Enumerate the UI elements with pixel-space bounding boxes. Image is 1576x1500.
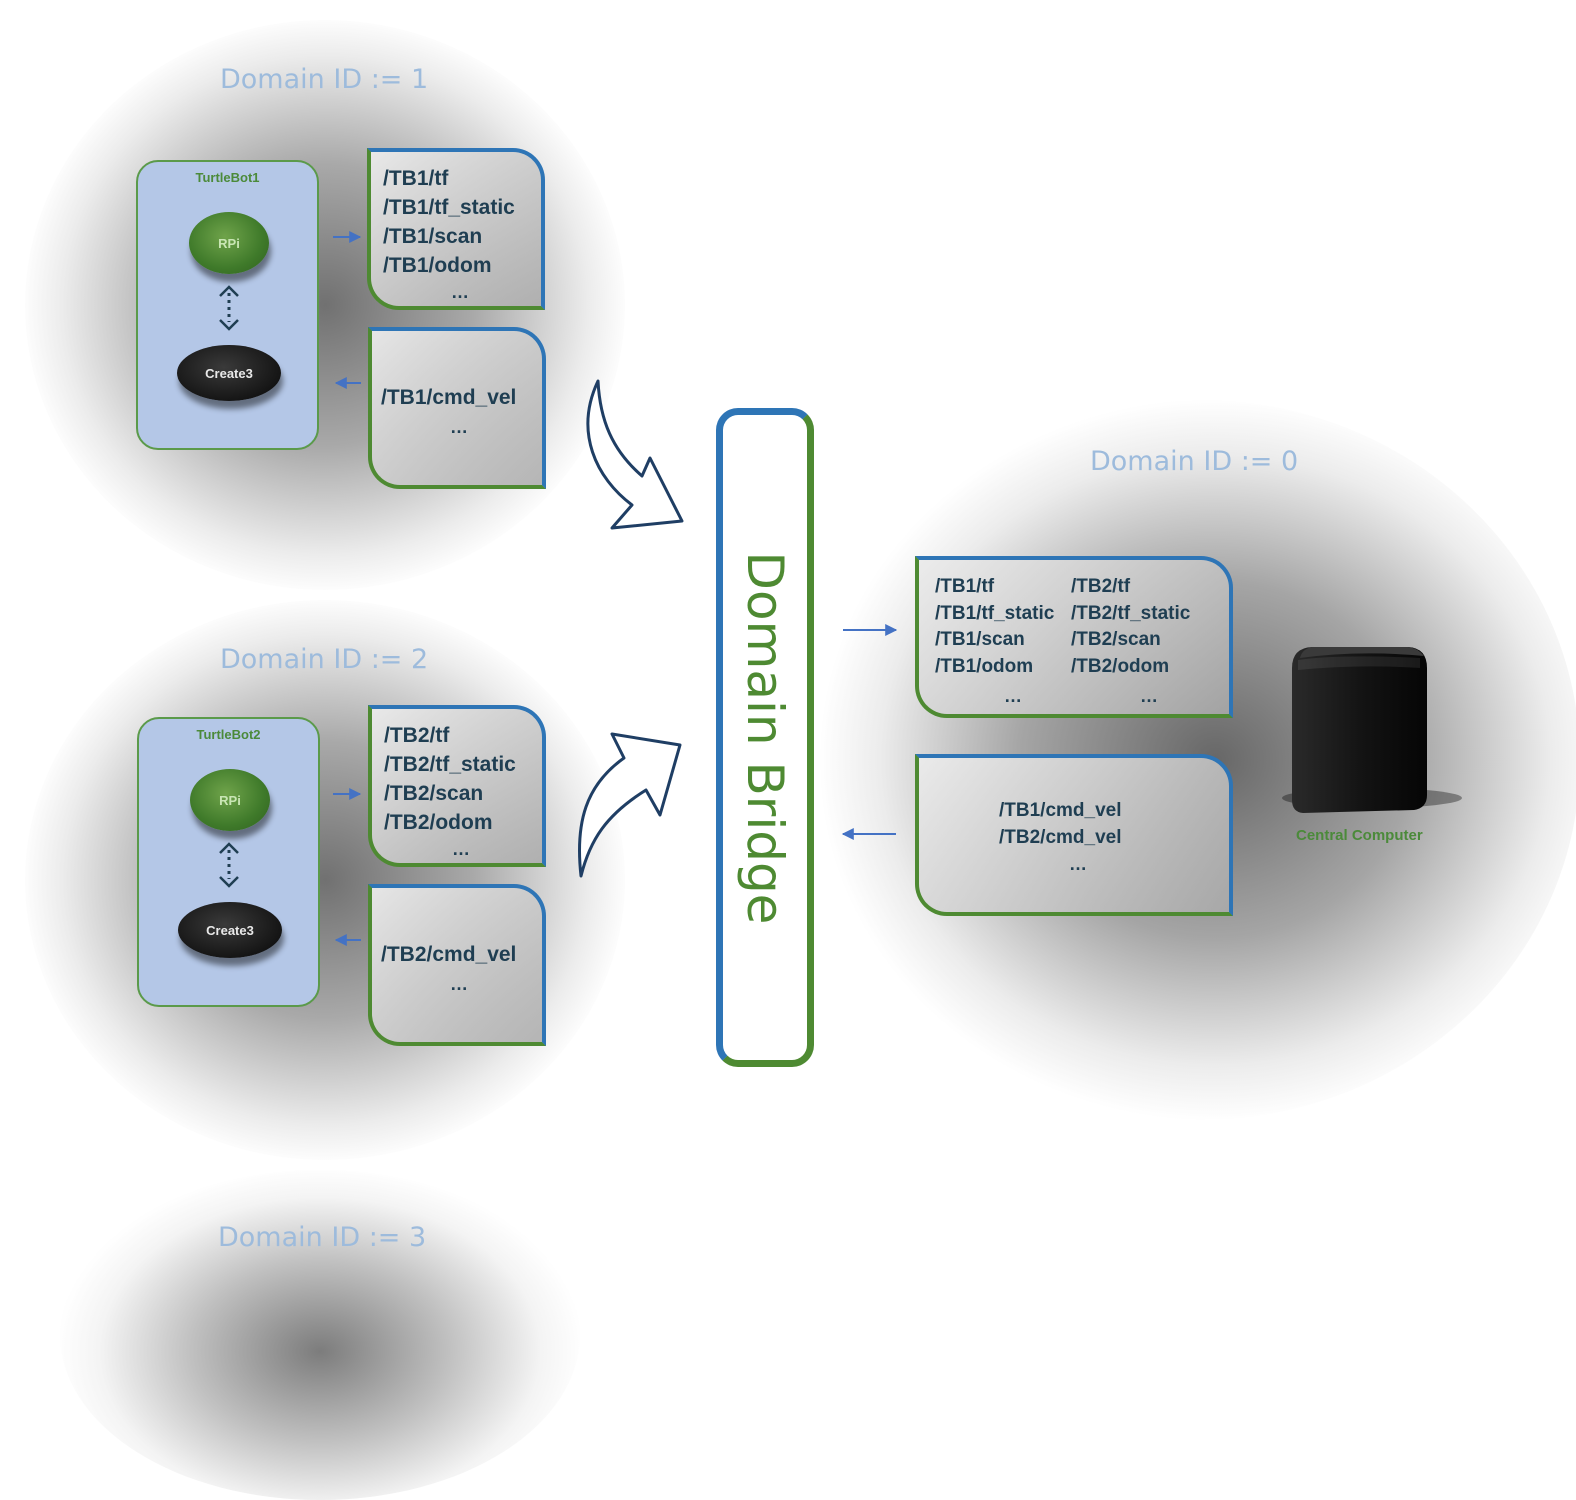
topic-item: /TB1/tf_static (383, 196, 515, 219)
turtlebot1-title: TurtleBot1 (195, 170, 260, 185)
topic-item: /TB2/cmd_vel (999, 826, 1122, 848)
topic-item: /TB2/tf_static (1071, 602, 1191, 624)
tb2-subscribe-box: /TB2/cmd_vel … (368, 884, 546, 1046)
ellipsis: … (452, 839, 470, 859)
create3-label: Create3 (205, 365, 253, 381)
ellipsis: … (450, 974, 468, 994)
ellipsis: … (1004, 686, 1022, 706)
create3-icon: Create3 (177, 345, 281, 401)
ellipsis: … (450, 417, 468, 437)
curved-arrow-up-icon (577, 732, 682, 878)
turtlebot2-box: TurtleBot2 RPi Create3 (137, 717, 320, 1007)
topic-item: /TB2/scan (1071, 629, 1161, 650)
topic-item: /TB1/odom (383, 254, 492, 277)
topic-item: /TB1/tf (935, 576, 995, 597)
central-computer-label: Central Computer (1296, 827, 1423, 844)
central-outgoing-box: /TB1/cmd_vel /TB2/cmd_vel … (915, 754, 1233, 916)
domain-2-label: Domain ID := 2 (220, 644, 429, 675)
domain-0-label: Domain ID := 0 (1090, 446, 1299, 477)
tb2-subscribe-topics: /TB2/cmd_vel (381, 940, 516, 969)
ellipsis: … (1069, 854, 1087, 874)
topic-item: /TB2/odom (1071, 655, 1170, 677)
topic-item: /TB2/tf (1071, 576, 1131, 597)
topic-item: /TB2/cmd_vel (381, 943, 517, 966)
tb1-publish-box: /TB1/tf /TB1/tf_static /TB1/scan /TB1/od… (367, 148, 545, 310)
central-outgoing-topics: /TB1/cmd_vel /TB2/cmd_vel (999, 798, 1122, 851)
topic-item: /TB1/odom (935, 655, 1034, 677)
central-computer-icon (1282, 647, 1462, 813)
ellipsis: … (1140, 686, 1158, 706)
central-incoming-tb2-topics: /TB2/tf /TB2/tf_static /TB2/scan /TB2/od… (1071, 574, 1190, 680)
topic-item: /TB1/scan (383, 225, 483, 248)
create3-icon: Create3 (178, 902, 282, 958)
topic-item: /TB1/cmd_vel (999, 800, 1122, 821)
tb2-publish-box: /TB2/tf /TB2/tf_static /TB2/scan /TB2/od… (368, 705, 546, 867)
tb1-link-arrow (219, 285, 239, 331)
topic-item: /TB2/tf_static (384, 753, 516, 776)
domain-3-label: Domain ID := 3 (218, 1222, 427, 1253)
turtlebot2-title: TurtleBot2 (196, 727, 261, 742)
central-incoming-tb1-topics: /TB1/tf /TB1/tf_static /TB1/scan /TB1/od… (935, 574, 1054, 680)
topic-item: /TB2/odom (384, 811, 493, 834)
domain-2-region (25, 600, 625, 1160)
rpi-icon: RPi (190, 769, 270, 831)
curved-arrow-down-icon (586, 379, 684, 530)
topic-item: /TB1/scan (935, 629, 1025, 650)
tb1-subscribe-topics: /TB1/cmd_vel (381, 383, 516, 412)
tb2-publish-topics: /TB2/tf /TB2/tf_static /TB2/scan /TB2/od… (384, 721, 516, 837)
topic-item: /TB2/tf (384, 724, 450, 747)
rpi-icon: RPi (189, 212, 269, 274)
tb2-link-arrow (219, 842, 239, 888)
topic-item: /TB1/tf (383, 167, 449, 190)
domain-1-label: Domain ID := 1 (220, 64, 429, 95)
create3-label: Create3 (206, 922, 254, 938)
topic-item: /TB1/cmd_vel (381, 386, 517, 409)
topic-item: /TB1/tf_static (935, 602, 1055, 624)
ellipsis: … (451, 282, 469, 302)
central-incoming-box: /TB1/tf /TB1/tf_static /TB1/scan /TB1/od… (915, 556, 1233, 718)
topic-item: /TB2/scan (384, 782, 484, 805)
domain-bridge-box (716, 408, 814, 1067)
turtlebot1-box: TurtleBot1 RPi Create3 (136, 160, 319, 450)
diagram-graphics (219, 231, 1462, 946)
tb1-subscribe-box: /TB1/cmd_vel … (368, 327, 546, 489)
tb1-publish-topics: /TB1/tf /TB1/tf_static /TB1/scan /TB1/od… (383, 164, 515, 280)
rpi-label: RPi (219, 792, 241, 808)
rpi-label: RPi (218, 235, 240, 251)
